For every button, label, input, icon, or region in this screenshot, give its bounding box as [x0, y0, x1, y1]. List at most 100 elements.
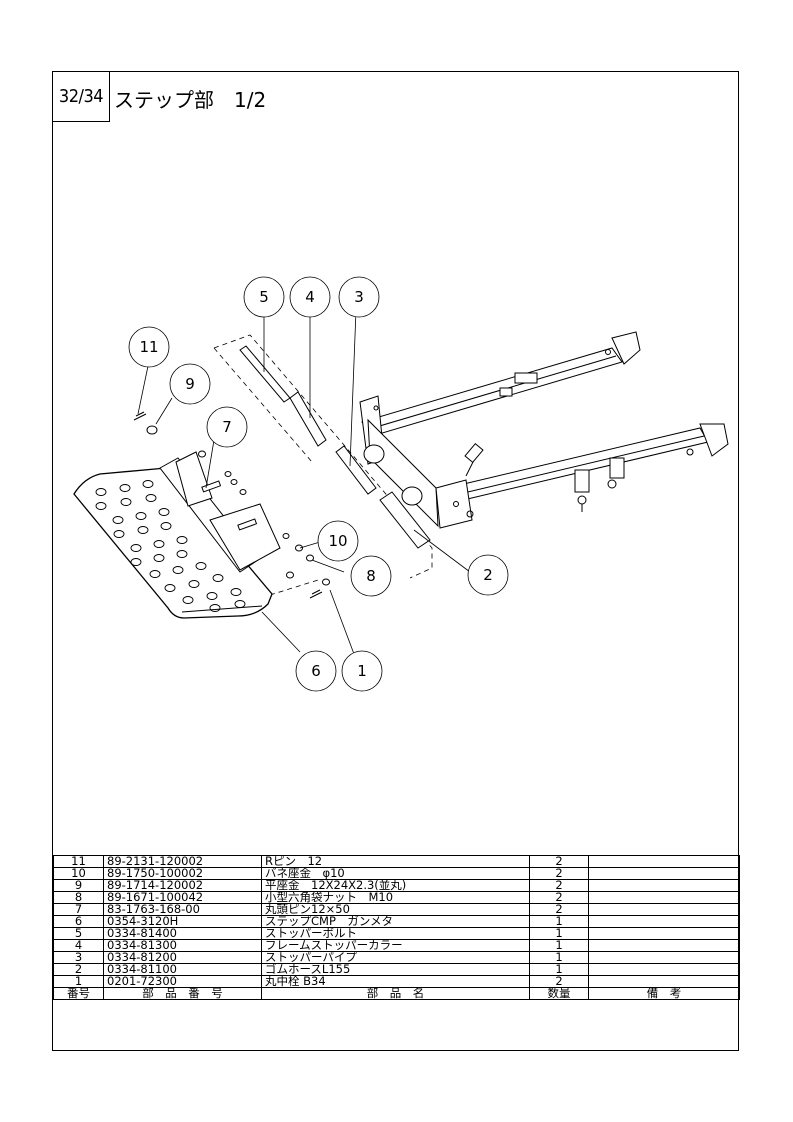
- header-remarks: 備 考: [588, 987, 740, 1000]
- main-frame: [359, 331, 729, 529]
- quantity-cell: 2: [529, 855, 589, 868]
- callout-11: [128, 326, 170, 368]
- pins-and-fasteners: [133, 411, 330, 599]
- callout-8: [350, 555, 392, 597]
- remarks-cell: [588, 903, 740, 916]
- part-number-cell: 0334-81100: [103, 963, 262, 976]
- quantity-cell: 2: [529, 867, 589, 880]
- callout-1-label: 1: [357, 662, 367, 680]
- quantity-cell: 1: [529, 939, 589, 952]
- part-no-cell: 7: [53, 903, 104, 916]
- part-name-cell: ストッパーボルト: [261, 927, 530, 940]
- step-plate: [73, 451, 281, 619]
- callout-1: [341, 650, 383, 692]
- part-number-cell: 0334-81400: [103, 927, 262, 940]
- remarks-cell: [588, 975, 740, 988]
- header-no: 番号: [53, 987, 104, 1000]
- part-no-cell: 1: [53, 975, 104, 988]
- part-no-cell: 9: [53, 879, 104, 892]
- callout-5: [243, 276, 285, 318]
- remarks-cell: [588, 855, 740, 868]
- callout-6-label: 6: [311, 662, 321, 680]
- quantity-cell: 2: [529, 975, 589, 988]
- exploded-parts-diagram: 5 4 3 11 9 7 10 8 2 6 1: [73, 276, 729, 692]
- remarks-cell: [588, 927, 740, 940]
- quantity-cell: 1: [529, 927, 589, 940]
- part-name-cell: ステップCMP ガンメタ: [261, 915, 530, 928]
- table-header-row: 番号部 品 番 号部 品 名数量備 考: [53, 987, 740, 1000]
- callout-8-label: 8: [366, 567, 376, 585]
- callout-3: [338, 276, 380, 318]
- part-no-cell: 4: [53, 939, 104, 952]
- quantity-cell: 1: [529, 963, 589, 976]
- stopper-pipe: [335, 445, 377, 495]
- callout-9: [169, 363, 211, 405]
- quantity-cell: 2: [529, 879, 589, 892]
- part-no-cell: 10: [53, 867, 104, 880]
- callout-6: [295, 650, 337, 692]
- quantity-cell: 1: [529, 951, 589, 964]
- part-number-cell: 0334-81200: [103, 951, 262, 964]
- quantity-cell: 1: [529, 915, 589, 928]
- callout-4-label: 4: [305, 288, 315, 306]
- part-name-cell: 丸中栓 B34: [261, 975, 530, 988]
- header-quantity: 数量: [529, 987, 589, 1000]
- part-name-cell: 平座金 12X24X2.3(並丸): [261, 879, 530, 892]
- part-name-cell: フレームストッパーカラー: [261, 939, 530, 952]
- callout-7: [206, 406, 248, 448]
- callout-11-label: 11: [139, 338, 158, 356]
- part-no-cell: 5: [53, 927, 104, 940]
- part-name-cell: 丸頭ピン12×50: [261, 903, 530, 916]
- remarks-cell: [588, 951, 740, 964]
- callout-10: [317, 520, 359, 562]
- part-number-cell: 89-2131-120002: [103, 855, 262, 868]
- remarks-cell: [588, 879, 740, 892]
- part-number-cell: 89-1750-100002: [103, 867, 262, 880]
- page-title: ステップ部 1/2: [114, 88, 267, 112]
- part-name-cell: 小型六角袋ナット M10: [261, 891, 530, 904]
- leader-lines: [137, 309, 471, 655]
- callout-7-label: 7: [222, 418, 232, 436]
- part-number-cell: 0201-72300: [103, 975, 262, 988]
- part-number-cell: 89-1671-100042: [103, 891, 262, 904]
- remarks-cell: [588, 939, 740, 952]
- remarks-cell: [588, 963, 740, 976]
- part-no-cell: 8: [53, 891, 104, 904]
- part-no-cell: 6: [53, 915, 104, 928]
- part-number-cell: 89-1714-120002: [103, 879, 262, 892]
- stopper-bolt: [239, 345, 291, 403]
- callout-10-label: 10: [328, 532, 347, 550]
- part-number-cell: 83-1763-168-00: [103, 903, 262, 916]
- header-part-name: 部 品 名: [261, 987, 530, 1000]
- quantity-cell: 2: [529, 903, 589, 916]
- part-name-cell: ストッパーパイプ: [261, 951, 530, 964]
- rubber-hose: [379, 491, 431, 549]
- part-number-cell: 0334-81300: [103, 939, 262, 952]
- part-no-cell: 11: [53, 855, 104, 868]
- callout-9-label: 9: [185, 375, 195, 393]
- part-name-cell: Rピン 12: [261, 855, 530, 868]
- frame-stopper-collar: [289, 391, 327, 447]
- remarks-cell: [588, 915, 740, 928]
- part-no-cell: 3: [53, 951, 104, 964]
- quantity-cell: 2: [529, 891, 589, 904]
- header-part-number: 部 品 番 号: [103, 987, 262, 1000]
- part-number-cell: 0354-3120H: [103, 915, 262, 928]
- step-plate-holes: [95, 480, 246, 612]
- assembly-envelope: [213, 334, 433, 596]
- page-number: 32/34: [53, 72, 110, 122]
- drawing-sheet: 32/34 ステップ部 1/2: [52, 71, 739, 1051]
- part-name-cell: ゴムホースL155: [261, 963, 530, 976]
